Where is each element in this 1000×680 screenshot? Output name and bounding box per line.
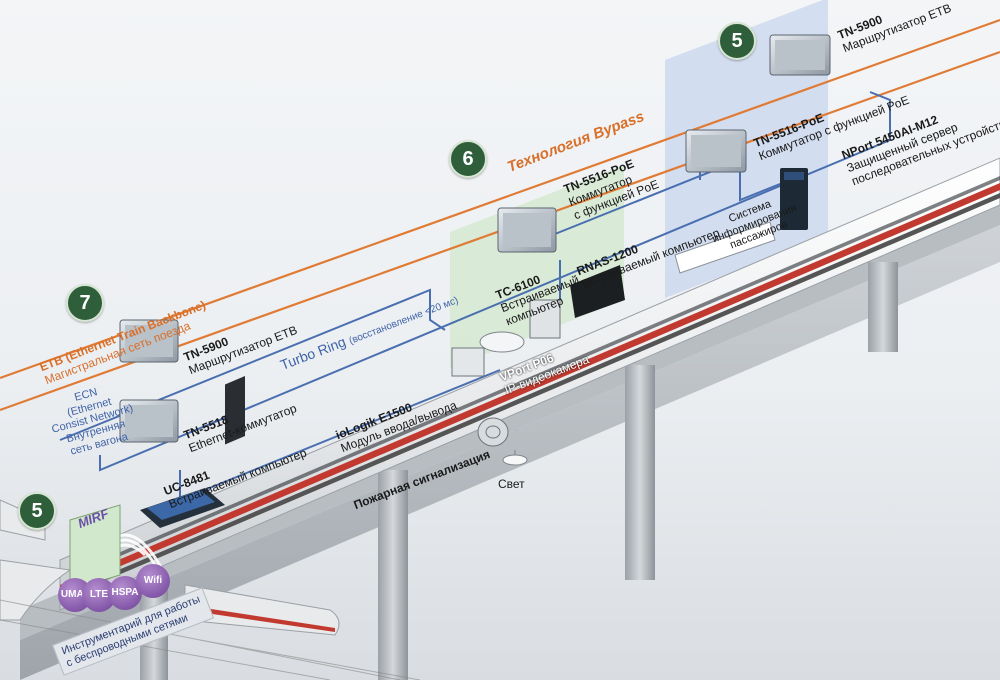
mirf-pad xyxy=(69,504,121,591)
device-iologik xyxy=(451,347,485,377)
main-train xyxy=(59,157,1000,611)
device-rnas xyxy=(570,265,625,318)
ground-rails xyxy=(0,599,421,680)
badge-5-top: 5 xyxy=(718,22,756,60)
device-nport xyxy=(780,168,808,230)
device-pis-display xyxy=(674,221,776,274)
device-tn5516-mid xyxy=(497,207,557,253)
device-tn5518 xyxy=(119,399,179,443)
device-light xyxy=(502,450,528,466)
device-vport xyxy=(479,331,525,353)
proto-wifi: Wifi xyxy=(136,564,170,598)
label-light: Свет xyxy=(498,477,525,491)
lower-train xyxy=(0,499,340,636)
turbo-ring-lines xyxy=(59,91,891,502)
badge-5-left: 5 xyxy=(18,492,56,530)
device-tc6100 xyxy=(529,299,561,339)
device-tn5516-right xyxy=(685,129,747,173)
device-tn5900-left xyxy=(119,319,179,363)
device-uc8481 xyxy=(140,488,225,528)
device-tn5900-top xyxy=(769,34,831,76)
device-fire-alarm xyxy=(477,417,509,447)
badge-6: 6 xyxy=(449,140,487,178)
badge-7: 7 xyxy=(66,284,104,322)
viaduct-deck xyxy=(20,225,1000,680)
zone-green xyxy=(450,165,624,368)
